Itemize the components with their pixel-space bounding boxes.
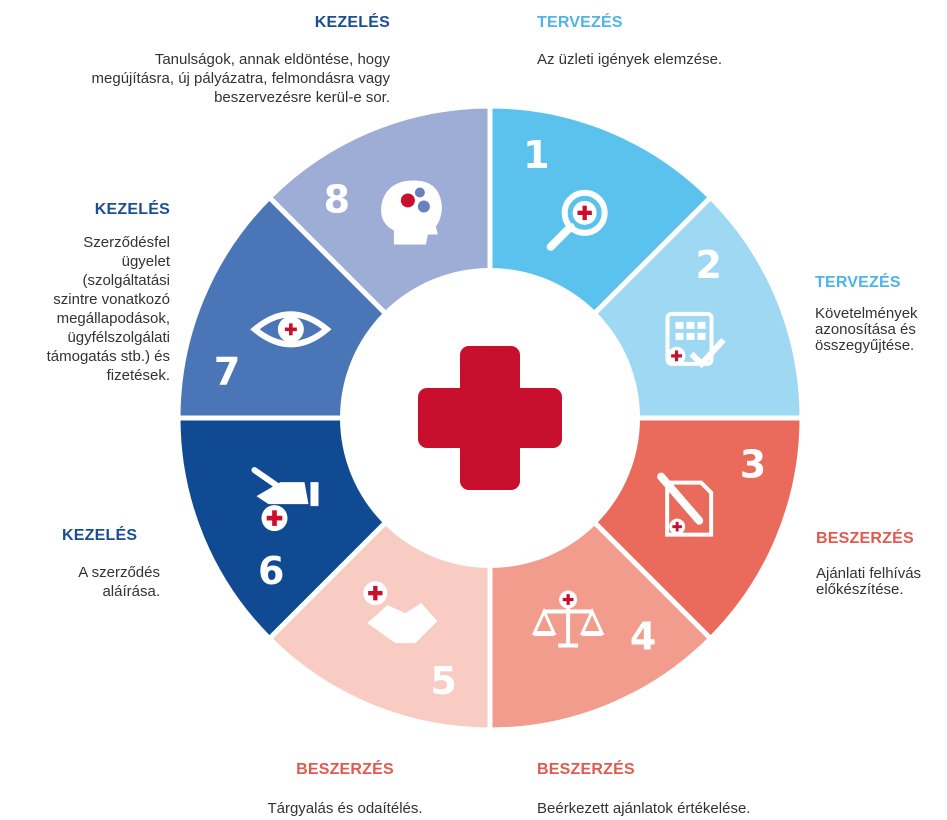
handshake-icon — [363, 581, 438, 644]
segment-number-3: 3 — [740, 442, 766, 486]
label-step-8: KEZELÉS Tanulságok, annak eldöntése, hog… — [40, 14, 390, 107]
label-step-4: BESZERZÉS Beérkezett ajánlatok értékelés… — [537, 761, 837, 818]
label-step-6-desc: A szerződés aláírása. — [78, 564, 160, 600]
label-step-7: KEZELÉS Szerződésfel ügyelet (szolgáltat… — [30, 201, 170, 385]
signing-hand-icon — [251, 467, 319, 532]
label-step-6-title: KEZELÉS — [62, 527, 138, 544]
label-step-8-title: KEZELÉS — [314, 14, 390, 31]
segment-number-2: 2 — [695, 243, 721, 287]
label-step-1-title: TERVEZÉS — [537, 14, 623, 31]
label-step-4-title: BESZERZÉS — [537, 761, 635, 778]
label-step-4-desc: Beérkezett ajánlatok értékelése. — [537, 800, 751, 817]
head-gears-icon — [381, 180, 442, 245]
segment-number-8: 8 — [324, 177, 350, 221]
label-step-5: BESZERZÉS Tárgyalás és odaítélés. — [215, 761, 475, 818]
segment-number-4: 4 — [630, 615, 656, 659]
label-step-3-desc: Ajánlati felhívás előkészítése. — [816, 565, 922, 598]
document-pencil-icon — [657, 472, 714, 537]
label-step-7-title: KEZELÉS — [94, 201, 170, 218]
label-step-2: TERVEZÉS Követelmények azonosítása és ös… — [815, 274, 945, 354]
label-step-2-desc: Követelmények azonosítása és összegyűjté… — [815, 305, 918, 354]
scales-icon — [531, 590, 605, 648]
label-step-8-desc: Tanulságok, annak eldöntése, hogy megújí… — [91, 51, 390, 106]
label-step-5-desc: Tárgyalás és odaítélés. — [267, 800, 423, 817]
segment-number-1: 1 — [523, 133, 549, 177]
segment-number-7: 7 — [214, 350, 240, 394]
center-red-cross-icon — [418, 346, 562, 490]
eye-icon — [250, 311, 332, 348]
label-step-1-desc: Az üzleti igények elemzése. — [537, 51, 723, 68]
label-step-2-title: TERVEZÉS — [815, 274, 901, 291]
checklist-calendar-icon — [665, 311, 726, 369]
label-step-1: TERVEZÉS Az üzleti igények elemzése. — [537, 14, 857, 69]
label-step-3: BESZERZÉS Ajánlati felhívás előkészítése… — [816, 530, 946, 598]
segment-number-5: 5 — [430, 659, 456, 703]
label-step-3-title: BESZERZÉS — [816, 530, 914, 547]
label-step-6: KEZELÉS A szerződés aláírása. — [30, 527, 160, 601]
label-step-7-desc: Szerződésfel ügyelet (szolgáltatási szin… — [46, 234, 170, 384]
magnifier-cross-icon — [546, 189, 608, 251]
segment-number-6: 6 — [258, 549, 284, 593]
label-step-5-title: BESZERZÉS — [296, 761, 394, 778]
